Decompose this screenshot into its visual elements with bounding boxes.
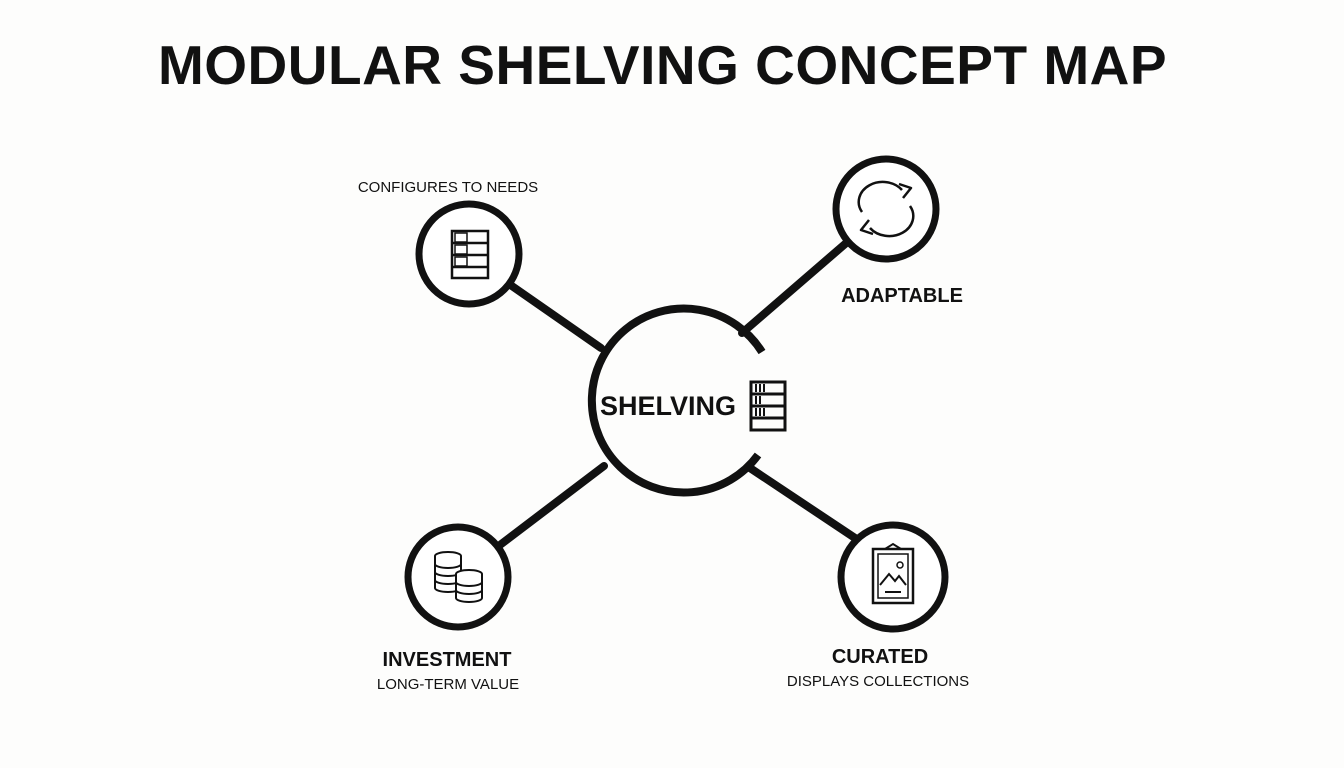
framed-picture-icon (871, 542, 915, 605)
connector-adaptable (738, 234, 856, 337)
connector-configures (505, 280, 605, 352)
center-label: SHELVING (600, 391, 737, 421)
node-configures (415, 200, 523, 308)
node-label-curated: CURATED (831, 646, 929, 668)
connector-investment (492, 462, 608, 552)
center-shelf-icon (749, 380, 787, 432)
connector-curated (746, 464, 859, 542)
shelf-icon (450, 229, 490, 280)
node-investment (404, 523, 512, 631)
node-label-adaptable: ADAPTABLE (841, 285, 963, 307)
node-sublabel-investment: LONG-TERM VALUE (376, 676, 520, 693)
refresh-arrows-icon (857, 180, 915, 238)
page-title: MODULAR SHELVING CONCEPT MAP (157, 34, 1168, 96)
node-label-configures: CONFIGURES TO NEEDS (357, 179, 539, 196)
node-adaptable (832, 155, 940, 263)
node-sublabel-curated: DISPLAYS COLLECTIONS (786, 673, 970, 690)
coin-stacks-icon (434, 551, 483, 603)
center-node (587, 304, 766, 497)
node-curated (837, 521, 949, 633)
node-label-investment: INVESTMENT (382, 649, 512, 671)
